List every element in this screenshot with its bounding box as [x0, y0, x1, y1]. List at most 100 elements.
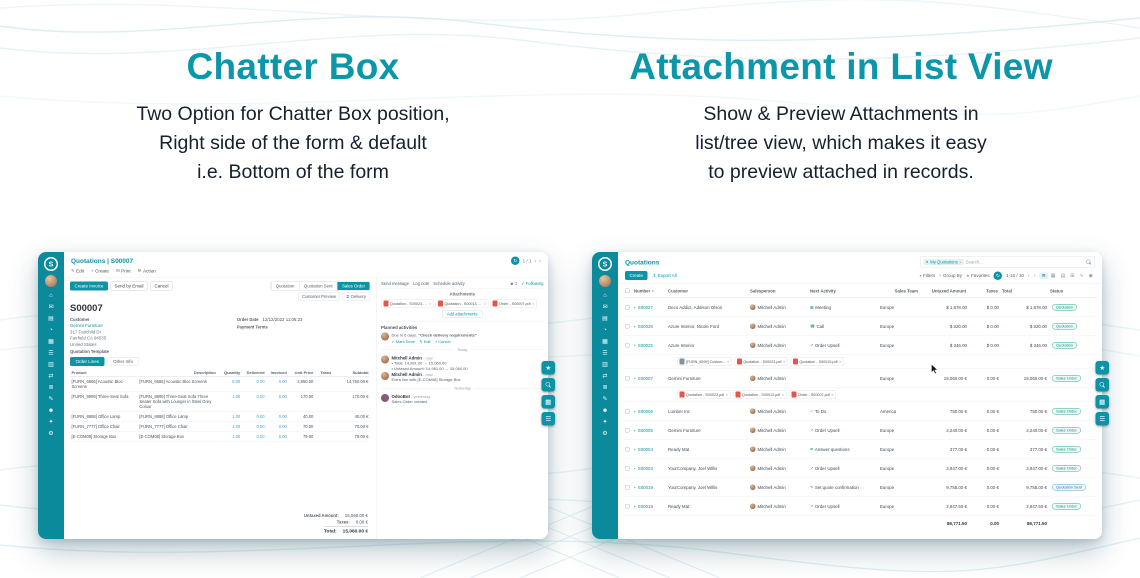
graph-view-icon[interactable]: ∿: [1079, 272, 1084, 279]
inventory-icon[interactable]: ⇄: [602, 372, 608, 379]
pager-prev-icon[interactable]: ‹: [1027, 272, 1030, 279]
quotation-row[interactable]: ▸S00003 YourCompany, Joel Willis Mitchel…: [623, 459, 1097, 478]
knowledge-icon[interactable]: ✦: [48, 418, 54, 425]
order-line-row[interactable]: [FURN_8888] Office Lamp [FURN_8888] Offi…: [70, 411, 370, 422]
activity-cell[interactable]: ↗Order Upsell: [810, 427, 840, 433]
row-checkbox[interactable]: [625, 485, 630, 490]
attachment-chip[interactable]: Quotation - S00015.pdf ×: [790, 357, 844, 366]
remove-attachment-icon[interactable]: ×: [782, 359, 786, 364]
refresh-icon[interactable]: ↻: [511, 256, 520, 265]
employees-icon[interactable]: ☻: [47, 406, 55, 414]
following-button[interactable]: ✓Following: [521, 281, 544, 286]
status-step[interactable]: Sales Order: [337, 282, 370, 290]
attachment-chip[interactable]: Quotation - S00023.pdf ×: [381, 299, 434, 308]
knowledge-icon[interactable]: ✦: [602, 418, 608, 425]
remove-attachment-icon[interactable]: ×: [725, 392, 729, 397]
favorites-button[interactable]: ★Favorites: [966, 273, 990, 278]
create-button[interactable]: +Create: [91, 268, 110, 274]
project-icon[interactable]: ▥: [602, 360, 608, 368]
activity-cell[interactable]: ✓To Do: [810, 408, 827, 414]
fab-menu-button[interactable]: ☰: [541, 412, 555, 426]
activity-cell[interactable]: ✉Answer questions: [810, 446, 850, 452]
column-header[interactable]: Subtotal: [332, 368, 370, 377]
column-header[interactable]: Salesperson: [750, 288, 776, 294]
activity-cell[interactable]: ✎Set quote confirmation: [810, 484, 859, 490]
attachments-toggle-icon[interactable]: ▸: [634, 324, 636, 329]
row-checkbox[interactable]: [625, 447, 630, 452]
inventory-icon[interactable]: ⇄: [48, 372, 54, 379]
filters-button[interactable]: ▾Filters: [919, 273, 936, 278]
quotation-row[interactable]: ▸S00019 YourCompany, Joel Willis Mitchel…: [623, 478, 1097, 497]
activity-cell[interactable]: ▦Meeting: [810, 304, 831, 310]
column-header[interactable]: Untaxed Amount: [931, 288, 966, 294]
employees-icon[interactable]: ☻: [601, 406, 609, 414]
user-avatar[interactable]: [45, 275, 57, 287]
pager-next-icon[interactable]: ›: [539, 257, 541, 264]
row-checkbox[interactable]: [625, 504, 630, 509]
attachment-chip[interactable]: Order - S00007.pdf ×: [789, 390, 837, 399]
print-button[interactable]: ⊟Print: [116, 268, 131, 274]
quotation-row[interactable]: ▸S00005 Gemini Furniture Mitchell Admin …: [623, 421, 1097, 440]
search-facet[interactable]: ★ My Quotations ×: [923, 259, 964, 265]
row-checkbox[interactable]: [625, 324, 630, 329]
send-message-button[interactable]: Send message: [381, 281, 409, 286]
breadcrumb[interactable]: Quotations | S00007: [71, 257, 134, 265]
map-view-icon[interactable]: ◉: [1088, 272, 1093, 279]
activity-cell[interactable]: ↗Order Upsell: [810, 503, 840, 509]
quotation-row[interactable]: ▸S00018 Ready Mat Mitchell Admin ↗Order …: [623, 497, 1097, 516]
order-line-row[interactable]: [FURN_7777] Office Chair [FURN_7777] Off…: [70, 421, 370, 432]
remove-attachment-icon[interactable]: ×: [781, 392, 785, 397]
cancel-button[interactable]: Cancel: [150, 281, 174, 291]
activity-cell[interactable]: ↗Order Upsell: [810, 465, 840, 471]
settings-icon[interactable]: ⚙: [602, 429, 608, 437]
remove-attachment-icon[interactable]: ×: [726, 359, 730, 364]
purchase-icon[interactable]: ✎: [602, 395, 608, 402]
column-header[interactable]: Taxes: [986, 288, 998, 294]
customer-link[interactable]: Gemini Furniture: [70, 323, 103, 328]
project-icon[interactable]: ▥: [48, 360, 54, 368]
remove-attachment-icon[interactable]: ×: [532, 301, 535, 306]
row-checkbox[interactable]: [625, 376, 630, 381]
kanban-view-icon[interactable]: ▦: [1050, 272, 1056, 279]
column-header[interactable]: Description: [137, 368, 218, 377]
attachment-chip[interactable]: Quotation - S00023.pdf ×: [677, 390, 731, 399]
row-checkbox[interactable]: [625, 466, 630, 471]
select-all-checkbox[interactable]: [625, 288, 630, 293]
quotation-row[interactable]: ▸S00026 Azure Interior, Nicole Ford Mitc…: [623, 317, 1097, 336]
action-button[interactable]: ⚙Action: [137, 268, 156, 274]
sales-icon[interactable]: ▦: [48, 337, 54, 345]
fab-favorites-button[interactable]: ★: [1095, 361, 1109, 375]
column-header[interactable]: Taxes: [314, 368, 333, 377]
column-header[interactable]: Number▲: [634, 288, 655, 294]
row-checkbox[interactable]: [625, 305, 630, 310]
attachments-toggle-icon[interactable]: ▸: [634, 447, 636, 452]
edit-button[interactable]: ✎Edit: [71, 268, 85, 274]
remove-attachment-icon[interactable]: ×: [831, 392, 834, 397]
attachments-toggle-icon[interactable]: ▾: [634, 376, 636, 381]
pager-prev-icon[interactable]: ‹: [534, 257, 537, 264]
form-tab[interactable]: Order Lines: [70, 356, 105, 366]
add-attachments-button[interactable]: Add attachments: [441, 310, 483, 318]
calendar-icon[interactable]: ▤: [602, 314, 608, 322]
send-by-email-button[interactable]: Send by Email: [110, 281, 149, 291]
fab-search-button[interactable]: [1095, 378, 1109, 392]
column-header[interactable]: Invoiced: [266, 368, 289, 377]
quotation-row[interactable]: ▸S00004 Ready Mat Mitchell Admin ✉Answer…: [623, 440, 1097, 459]
fab-search-button[interactable]: [541, 378, 555, 392]
groupby-button[interactable]: ≡Group By: [939, 273, 963, 278]
quotation-row[interactable]: ▾S00007 Gemini Furniture Mitchell Admin …: [623, 369, 1097, 388]
followers-button[interactable]: ☻2: [509, 281, 518, 286]
order-line-row[interactable]: [FURN_8999] Three-Seat Sofa [FURN_8999] …: [70, 391, 370, 412]
home-icon[interactable]: ⌂: [49, 291, 53, 299]
status-step[interactable]: Quotation Sent: [298, 282, 337, 290]
column-header[interactable]: Delivered: [241, 368, 267, 377]
search-bar[interactable]: ★ My Quotations × Search...: [920, 256, 1095, 268]
activity-cell[interactable]: ☎Call: [810, 323, 825, 329]
column-header[interactable]: Total: [1002, 288, 1012, 294]
list-view-icon[interactable]: ≣: [1039, 272, 1048, 279]
attachment-chip[interactable]: Quotation - S00023.pdf ×: [734, 357, 788, 366]
column-header[interactable]: Product: [70, 368, 138, 377]
quotation-row[interactable]: ▸S00006 Lumber Inc Mitchell Admin ✓To Do…: [623, 402, 1097, 421]
remove-attachment-icon[interactable]: ×: [429, 301, 432, 306]
attachment-chip[interactable]: Quotation - S00013.pdf ×: [435, 299, 489, 308]
